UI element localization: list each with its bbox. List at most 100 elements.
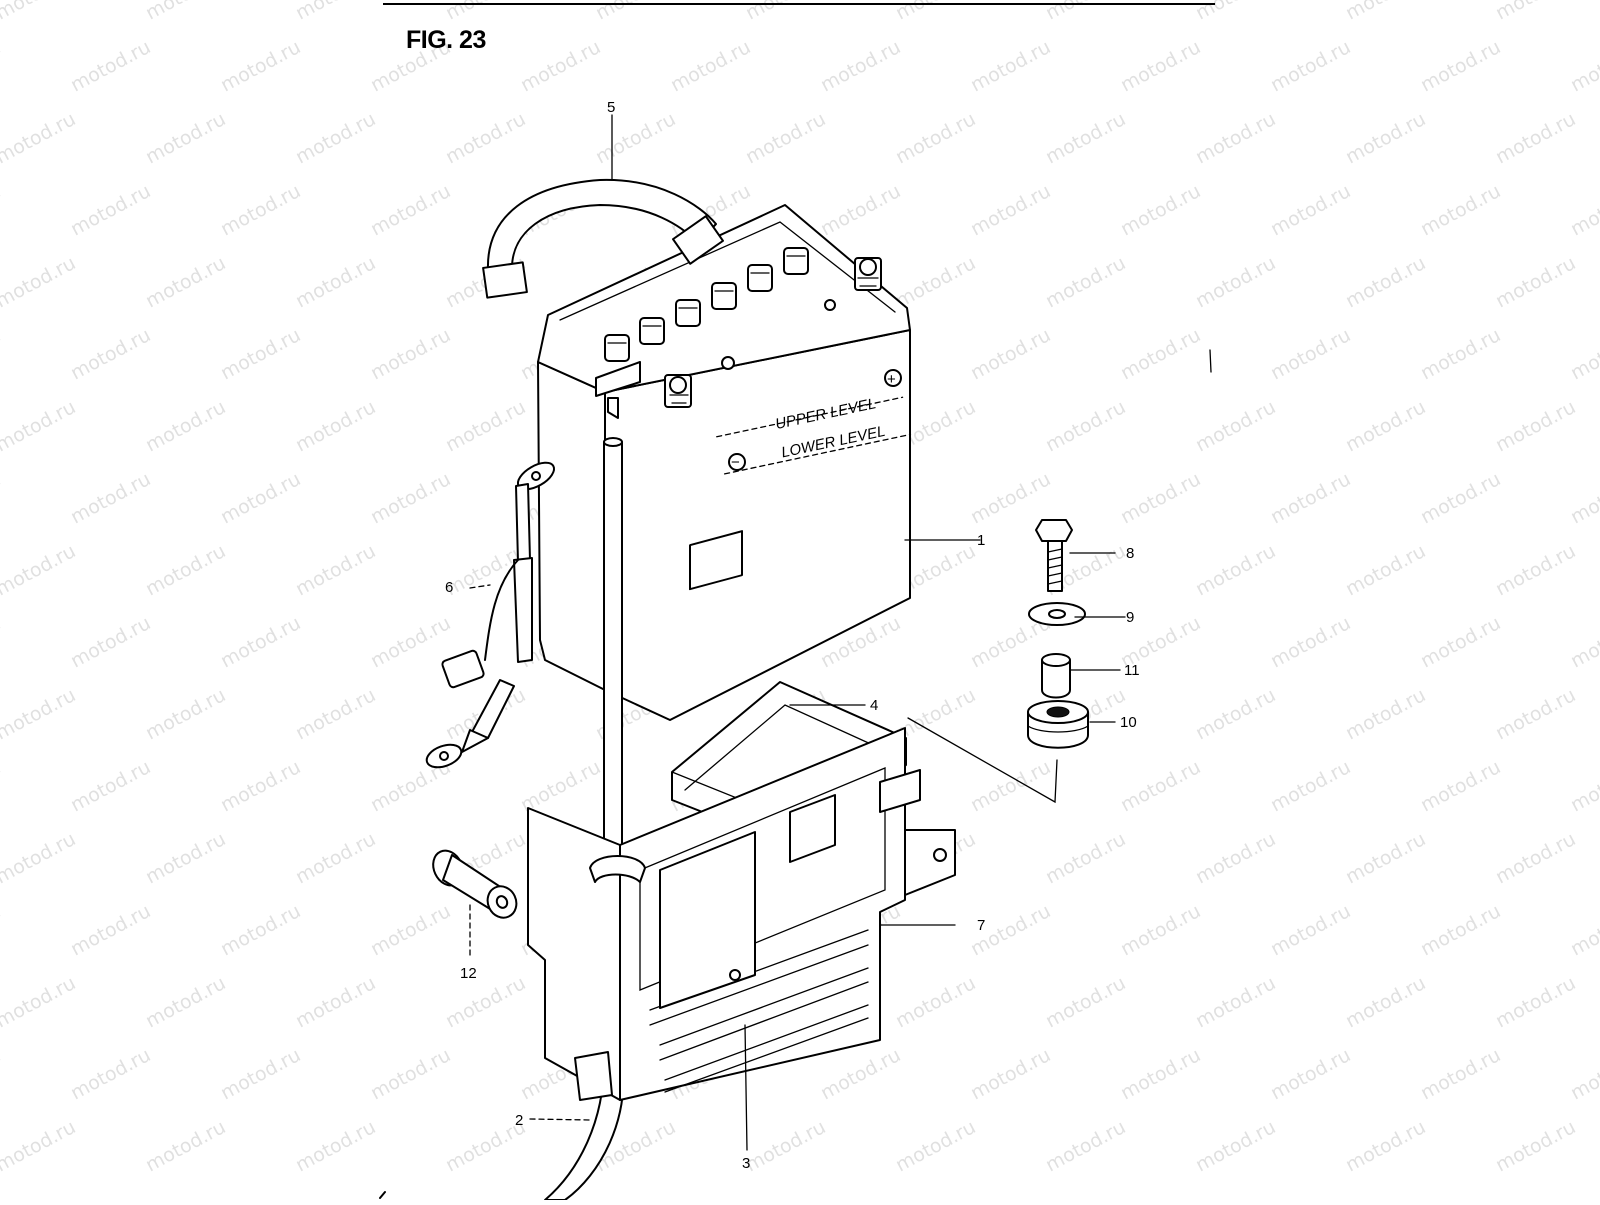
watermark-text: motod.ru xyxy=(0,756,4,816)
plus-symbol: + xyxy=(887,371,896,388)
watermark-text: motod.ru xyxy=(1117,756,1204,816)
callout-7: 7 xyxy=(977,917,985,934)
watermark-text: motod.ru xyxy=(1042,972,1129,1032)
battery-side-face xyxy=(537,361,606,691)
watermark-text: motod.ru xyxy=(67,180,154,240)
watermark-text: motod.ru xyxy=(292,108,379,168)
watermark-text: motod.ru xyxy=(0,36,4,96)
callout-6: 6 xyxy=(445,579,453,596)
watermark-text: motod.ru xyxy=(1192,540,1279,600)
watermark-text: motod.ru xyxy=(217,36,304,96)
watermark-text: motod.ru xyxy=(292,0,379,24)
watermark-text: motod.ru xyxy=(67,468,154,528)
watermark-text: motod.ru xyxy=(0,900,4,960)
watermark-text: motod.ru xyxy=(1192,684,1279,744)
watermark-text: motod.ru xyxy=(1117,324,1204,384)
watermark-text: motod.ru xyxy=(1342,828,1429,888)
watermark-text: motod.ru xyxy=(1117,468,1204,528)
watermark-text: motod.ru xyxy=(967,180,1054,240)
watermark-text: motod.ru xyxy=(1267,324,1354,384)
watermark-text: motod.ru xyxy=(292,1116,379,1176)
watermark-text: motod.ru xyxy=(1267,468,1354,528)
watermark-text: motod.ru xyxy=(1342,108,1429,168)
watermark-text: motod.ru xyxy=(1267,612,1354,672)
positive-terminal xyxy=(824,257,882,311)
watermark-text: motod.ru xyxy=(967,468,1054,528)
vent-caps xyxy=(604,247,809,362)
watermark-text: motod.ru xyxy=(67,324,154,384)
watermark-text: motod.ru xyxy=(0,972,79,1032)
watermark-text: motod.ru xyxy=(292,540,379,600)
watermark-text: motod.ru xyxy=(67,900,154,960)
callout-1: 1 xyxy=(977,532,985,549)
watermark-text: motod.ru xyxy=(1192,108,1279,168)
callout-3: 3 xyxy=(742,1155,750,1172)
watermark-text: motod.ru xyxy=(217,900,304,960)
watermark-text: motod.ru xyxy=(142,828,229,888)
watermark-text: motod.ru xyxy=(142,540,229,600)
watermark-text: motod.ru xyxy=(142,684,229,744)
battery-front-face xyxy=(604,329,911,721)
watermark-text: motod.ru xyxy=(1567,900,1600,960)
watermark-text: motod.ru xyxy=(967,324,1054,384)
watermark-text: motod.ru xyxy=(367,324,454,384)
callout-8: 8 xyxy=(1126,545,1134,562)
watermark-text: motod.ru xyxy=(0,324,4,384)
watermark-text: motod.ru xyxy=(292,252,379,312)
callout-11: 11 xyxy=(1124,662,1140,679)
watermark-text: motod.ru xyxy=(517,36,604,96)
watermark-text: motod.ru xyxy=(0,828,79,888)
watermark-text: motod.ru xyxy=(1117,180,1204,240)
callout-12: 12 xyxy=(460,965,477,982)
callout-10: 10 xyxy=(1120,714,1137,731)
watermark-text: motod.ru xyxy=(1567,180,1600,240)
watermark-text: motod.ru xyxy=(67,612,154,672)
watermark-text: motod.ru xyxy=(817,36,904,96)
watermark-text: motod.ru xyxy=(142,108,229,168)
watermark-text: motod.ru xyxy=(967,36,1054,96)
watermark-text: motod.ru xyxy=(0,540,79,600)
watermark-text: motod.ru xyxy=(1492,684,1579,744)
assembly-guide-line xyxy=(907,717,1058,804)
watermark-text: motod.ru xyxy=(1492,540,1579,600)
watermark-text: motod.ru xyxy=(0,612,4,672)
watermark-text: motod.ru xyxy=(217,1044,304,1104)
callout-numbers: 5 1 8 9 11 10 4 6 7 12 2 3 xyxy=(445,99,1140,1172)
minus-symbol: − xyxy=(731,454,740,471)
watermark-text: motod.ru xyxy=(217,468,304,528)
watermark-text: motod.ru xyxy=(0,108,79,168)
watermark-text: motod.ru xyxy=(1417,180,1504,240)
callout-4: 4 xyxy=(870,697,878,714)
watermark-text: motod.ru xyxy=(1567,468,1600,528)
watermark-text: motod.ru xyxy=(1342,684,1429,744)
watermark-text: motod.ru xyxy=(1417,468,1504,528)
watermark-text: motod.ru xyxy=(292,684,379,744)
watermark-text: motod.ru xyxy=(1417,612,1504,672)
watermark-text: motod.ru xyxy=(142,972,229,1032)
watermark-text: motod.ru xyxy=(1492,972,1579,1032)
pin xyxy=(432,849,518,919)
watermark-text: motod.ru xyxy=(1042,828,1129,888)
watermark-text: motod.ru xyxy=(0,468,4,528)
watermark-text: motod.ru xyxy=(1417,756,1504,816)
watermark-text: motod.ru xyxy=(1492,252,1579,312)
watermark-text: motod.ru xyxy=(142,252,229,312)
watermark-text: motod.ru xyxy=(1492,108,1579,168)
watermark-text: motod.ru xyxy=(1192,1116,1279,1176)
watermark-text: motod.ru xyxy=(1417,1044,1504,1104)
watermark-text: motod.ru xyxy=(592,108,679,168)
watermark-text: motod.ru xyxy=(142,0,229,24)
watermark-text: motod.ru xyxy=(1267,180,1354,240)
watermark-text: motod.ru xyxy=(367,180,454,240)
watermark-text: motod.ru xyxy=(0,252,79,312)
watermark-text: motod.ru xyxy=(292,972,379,1032)
watermark-text: motod.ru xyxy=(1342,972,1429,1032)
callout-2: 2 xyxy=(515,1112,523,1129)
watermark-text: motod.ru xyxy=(67,36,154,96)
watermark-text: motod.ru xyxy=(892,972,979,1032)
negative-terminal xyxy=(664,374,692,408)
lead-wire xyxy=(425,461,556,769)
watermark-text: motod.ru xyxy=(1492,0,1579,24)
watermark-text: motod.ru xyxy=(1492,396,1579,456)
